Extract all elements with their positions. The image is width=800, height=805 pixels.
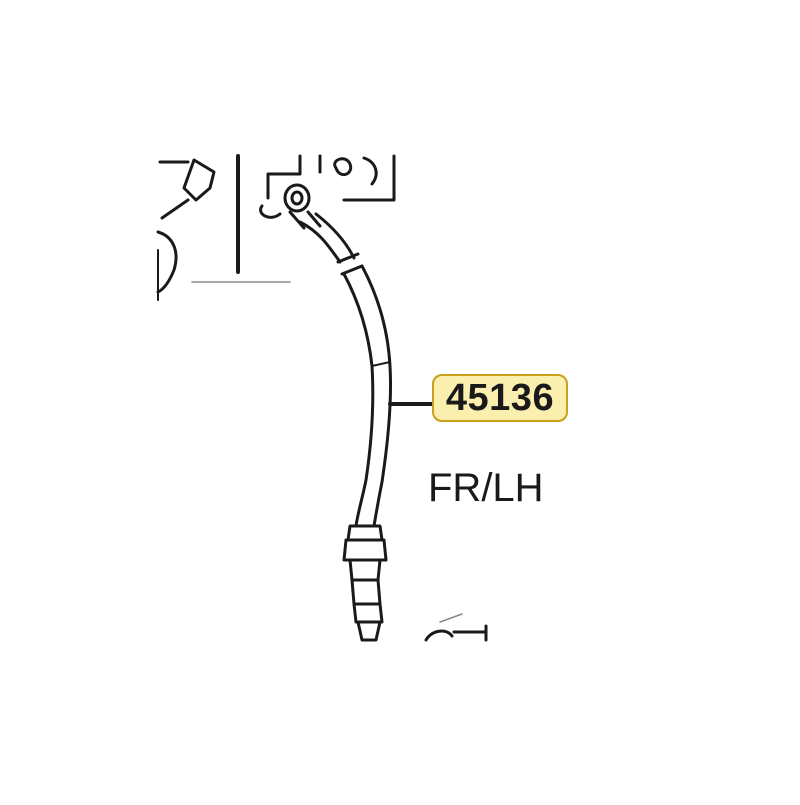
top-bracket [259, 154, 396, 219]
position-label: FR/LH [428, 466, 544, 510]
top-banjo-fitting [283, 183, 322, 230]
lower-right-component [424, 613, 488, 642]
upper-left-component [156, 154, 291, 301]
brake-hose [298, 212, 393, 642]
part-number-text: 45136 [445, 376, 555, 419]
part-number-callout[interactable]: 45136 [432, 374, 568, 422]
